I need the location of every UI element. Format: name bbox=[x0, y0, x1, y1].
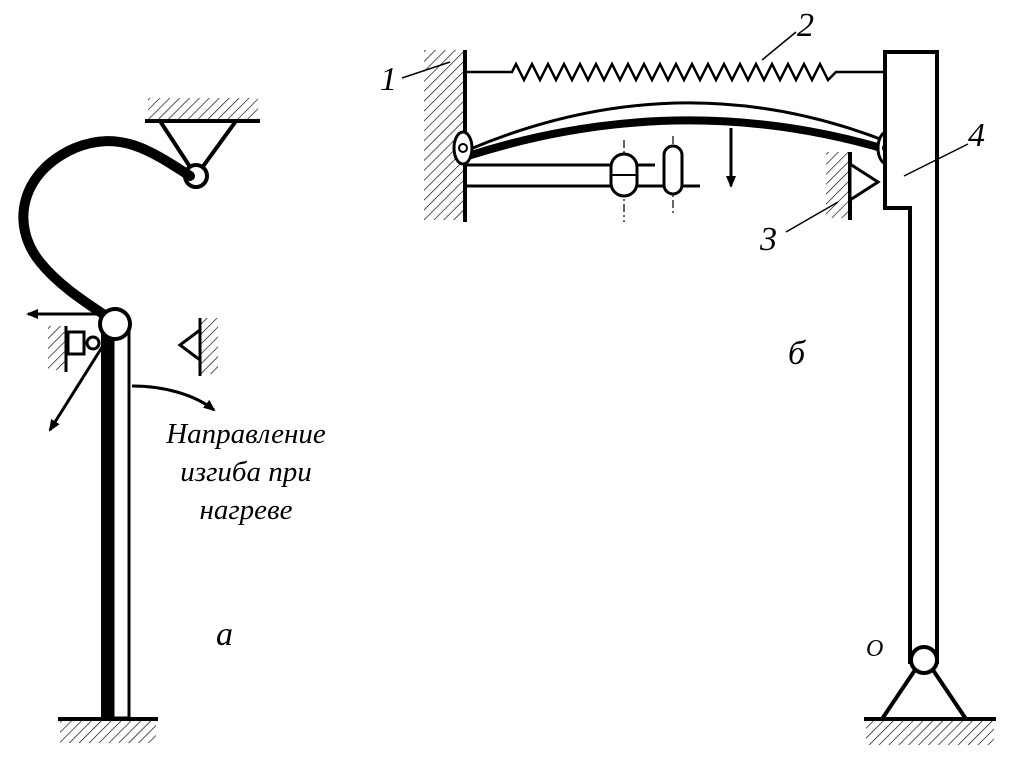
label-2: 2 bbox=[797, 7, 814, 44]
lever bbox=[883, 50, 939, 664]
left-end-pin-center bbox=[458, 143, 468, 153]
panel-a: Направление изгиба при нагреве а bbox=[18, 98, 326, 743]
ceiling-hatch bbox=[148, 98, 258, 120]
bimetal-strip-outer bbox=[467, 101, 889, 152]
post-light-layer bbox=[111, 328, 131, 720]
stop-hatch bbox=[826, 152, 848, 218]
annotation-line-1: Направление bbox=[165, 418, 326, 450]
right-wall-hatch bbox=[200, 318, 218, 374]
pivot-support bbox=[878, 668, 970, 721]
stop-triangle bbox=[848, 161, 881, 203]
leader-2 bbox=[761, 31, 797, 61]
left-wall-hatch bbox=[48, 326, 66, 370]
left-contact-button bbox=[85, 335, 101, 351]
slider-2 bbox=[662, 144, 684, 196]
ceiling-support bbox=[145, 98, 260, 189]
bimetal-strip-inner bbox=[466, 116, 890, 160]
spring bbox=[465, 61, 905, 83]
panel-b: 1 2 3 4 O б bbox=[380, 7, 996, 745]
post-dark-layer bbox=[101, 330, 113, 718]
label-3: 3 bbox=[759, 221, 777, 258]
annotation-line-2: изгиба при bbox=[180, 456, 311, 488]
leader-4 bbox=[903, 143, 969, 177]
left-contact bbox=[66, 330, 86, 356]
base-hatch-b bbox=[866, 721, 994, 745]
leader-3 bbox=[785, 201, 839, 233]
pivot-joint bbox=[909, 645, 939, 675]
annotation-line-3: нагреве bbox=[199, 494, 292, 526]
label-pivot-o: O bbox=[866, 636, 883, 662]
diagonal-arrow bbox=[48, 343, 106, 432]
label-4: 4 bbox=[968, 117, 985, 154]
top-pin-joint bbox=[98, 307, 132, 341]
bending-direction-arrow bbox=[131, 384, 216, 412]
curved-bimetal-strip bbox=[18, 136, 195, 325]
label-1: 1 bbox=[380, 61, 397, 98]
right-contact-triangle bbox=[177, 327, 202, 363]
leader-1 bbox=[401, 61, 451, 79]
base-hatch-a bbox=[60, 721, 156, 743]
caption-a: а bbox=[216, 616, 233, 653]
caption-b: б bbox=[788, 335, 807, 372]
